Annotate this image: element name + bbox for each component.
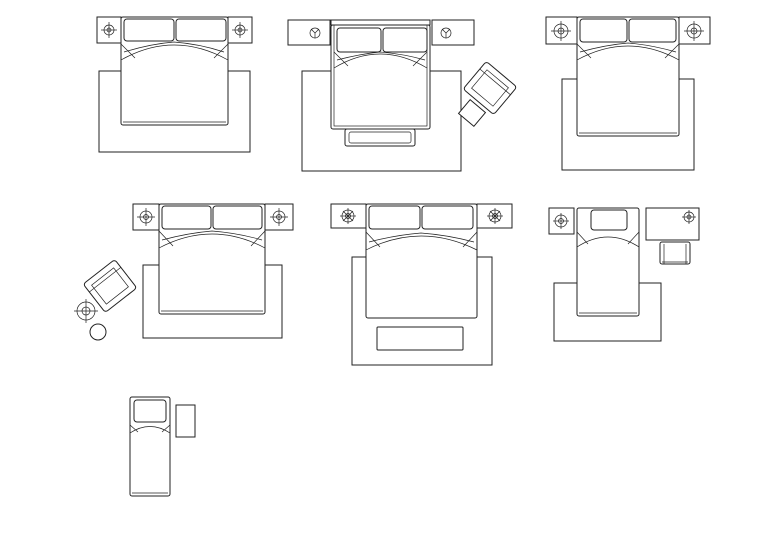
bed-frame <box>576 207 640 317</box>
lamp-icon <box>684 21 704 41</box>
nightstand-left <box>330 203 367 229</box>
footstool <box>457 98 487 128</box>
lamp-icon <box>340 208 356 224</box>
bench <box>376 326 464 351</box>
bed-layout-3 <box>545 16 711 171</box>
pillow-right <box>421 205 474 230</box>
pillow <box>590 209 628 231</box>
duvet-fold <box>333 51 428 69</box>
pillow-left <box>161 205 212 230</box>
desk-chair <box>659 241 691 265</box>
nightstand-left <box>287 19 331 46</box>
duvet-fold <box>365 231 478 251</box>
nightstand-left <box>545 16 578 45</box>
duvet-fold <box>120 41 229 61</box>
pillow-left <box>336 27 382 53</box>
lamp-icon <box>137 208 155 226</box>
nightstand-right <box>431 19 475 46</box>
lamp-icon <box>232 22 248 38</box>
lamp-icon <box>487 208 503 224</box>
headboard <box>330 19 431 26</box>
duvet-fold <box>158 230 266 249</box>
nightstand-right <box>678 16 711 45</box>
desk <box>645 207 700 241</box>
lamp-icon <box>74 299 98 323</box>
pillow-left <box>123 18 175 42</box>
lamp-icon <box>101 22 117 38</box>
pillow-left <box>368 205 421 230</box>
bed-layout-6 <box>548 207 700 342</box>
bed-layout-2 <box>287 19 517 172</box>
lamp-icon <box>553 213 569 229</box>
duvet-fold <box>576 42 680 61</box>
duvet-fold <box>576 231 640 248</box>
pillow-right <box>382 27 428 53</box>
bed-layout-5 <box>330 203 513 366</box>
bed-layout-4 <box>74 203 294 341</box>
bed-frame <box>158 203 266 315</box>
lamp-icon <box>551 21 571 41</box>
bed-layout-1 <box>96 16 253 153</box>
bed-frame <box>365 203 478 319</box>
lamp-icon <box>270 208 288 226</box>
armchair <box>83 260 137 312</box>
pillow-right <box>212 205 263 230</box>
duvet-fold <box>129 424 171 434</box>
pillow <box>133 399 167 423</box>
armchair <box>463 62 517 114</box>
pillow-left <box>579 18 628 43</box>
bed-frame <box>120 16 229 126</box>
lamp-icon <box>440 27 452 39</box>
bench-cushion <box>348 131 412 144</box>
bed-layout-7 <box>129 396 196 497</box>
side-table <box>89 323 107 341</box>
pillow-right <box>628 18 677 43</box>
bed-inner-frame <box>333 24 428 127</box>
pillow-right <box>175 18 227 42</box>
lamp-icon <box>682 210 696 224</box>
side-table <box>175 404 196 438</box>
lamp-icon <box>309 27 321 39</box>
bench <box>344 128 416 147</box>
